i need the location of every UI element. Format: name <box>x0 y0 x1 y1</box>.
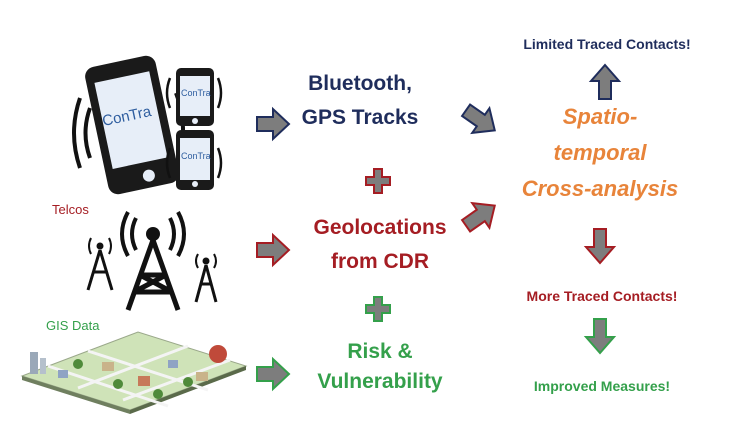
arrow-right-navy-icon <box>256 106 291 142</box>
spatio-label-line3: Cross-analysis <box>521 176 679 201</box>
improved-measures-label: Improved Measures! <box>533 378 671 394</box>
small-bottom-phone-label: ConTra <box>181 151 211 161</box>
arrow-right-green-icon <box>256 356 291 392</box>
arrow-diagonal-down-navy-icon <box>460 103 496 135</box>
cell-tower-icon <box>86 211 218 311</box>
map-illustration <box>18 326 250 414</box>
limited-contacts-label: Limited Traced Contacts! <box>523 36 691 52</box>
arrow-up-navy-icon <box>588 63 622 100</box>
phones-illustration: ConTra ConTra ConTra <box>66 38 242 208</box>
smartphone-icon <box>72 55 223 195</box>
gis-data-label: GIS Data <box>46 318 100 333</box>
risk-label-line2: Vulnerability <box>317 370 443 393</box>
telcos-label: Telcos <box>52 202 89 217</box>
arrow-down-green-icon <box>583 318 617 355</box>
geolocations-label-line2: from CDR <box>331 250 429 273</box>
arrow-down-red-icon <box>583 228 617 265</box>
risk-label-line1: Risk & <box>347 340 413 363</box>
spatio-label-line2: temporal <box>553 140 647 165</box>
plus-icon-red <box>365 168 391 194</box>
spatio-label-line1: Spatio- <box>562 104 638 129</box>
bluetooth-label-line1: Bluetooth, <box>308 72 412 95</box>
isometric-map-icon <box>20 331 248 414</box>
plus-icon-green <box>365 296 391 322</box>
more-contacts-label: More Traced Contacts! <box>526 288 678 304</box>
small-top-phone-label: ConTra <box>181 88 211 98</box>
arrow-right-red-icon <box>256 232 291 268</box>
arrow-diagonal-up-red-icon <box>460 201 496 233</box>
geolocations-label-line1: Geolocations <box>313 216 447 239</box>
bluetooth-label-line2: GPS Tracks <box>301 106 419 129</box>
tower-illustration <box>78 210 228 315</box>
